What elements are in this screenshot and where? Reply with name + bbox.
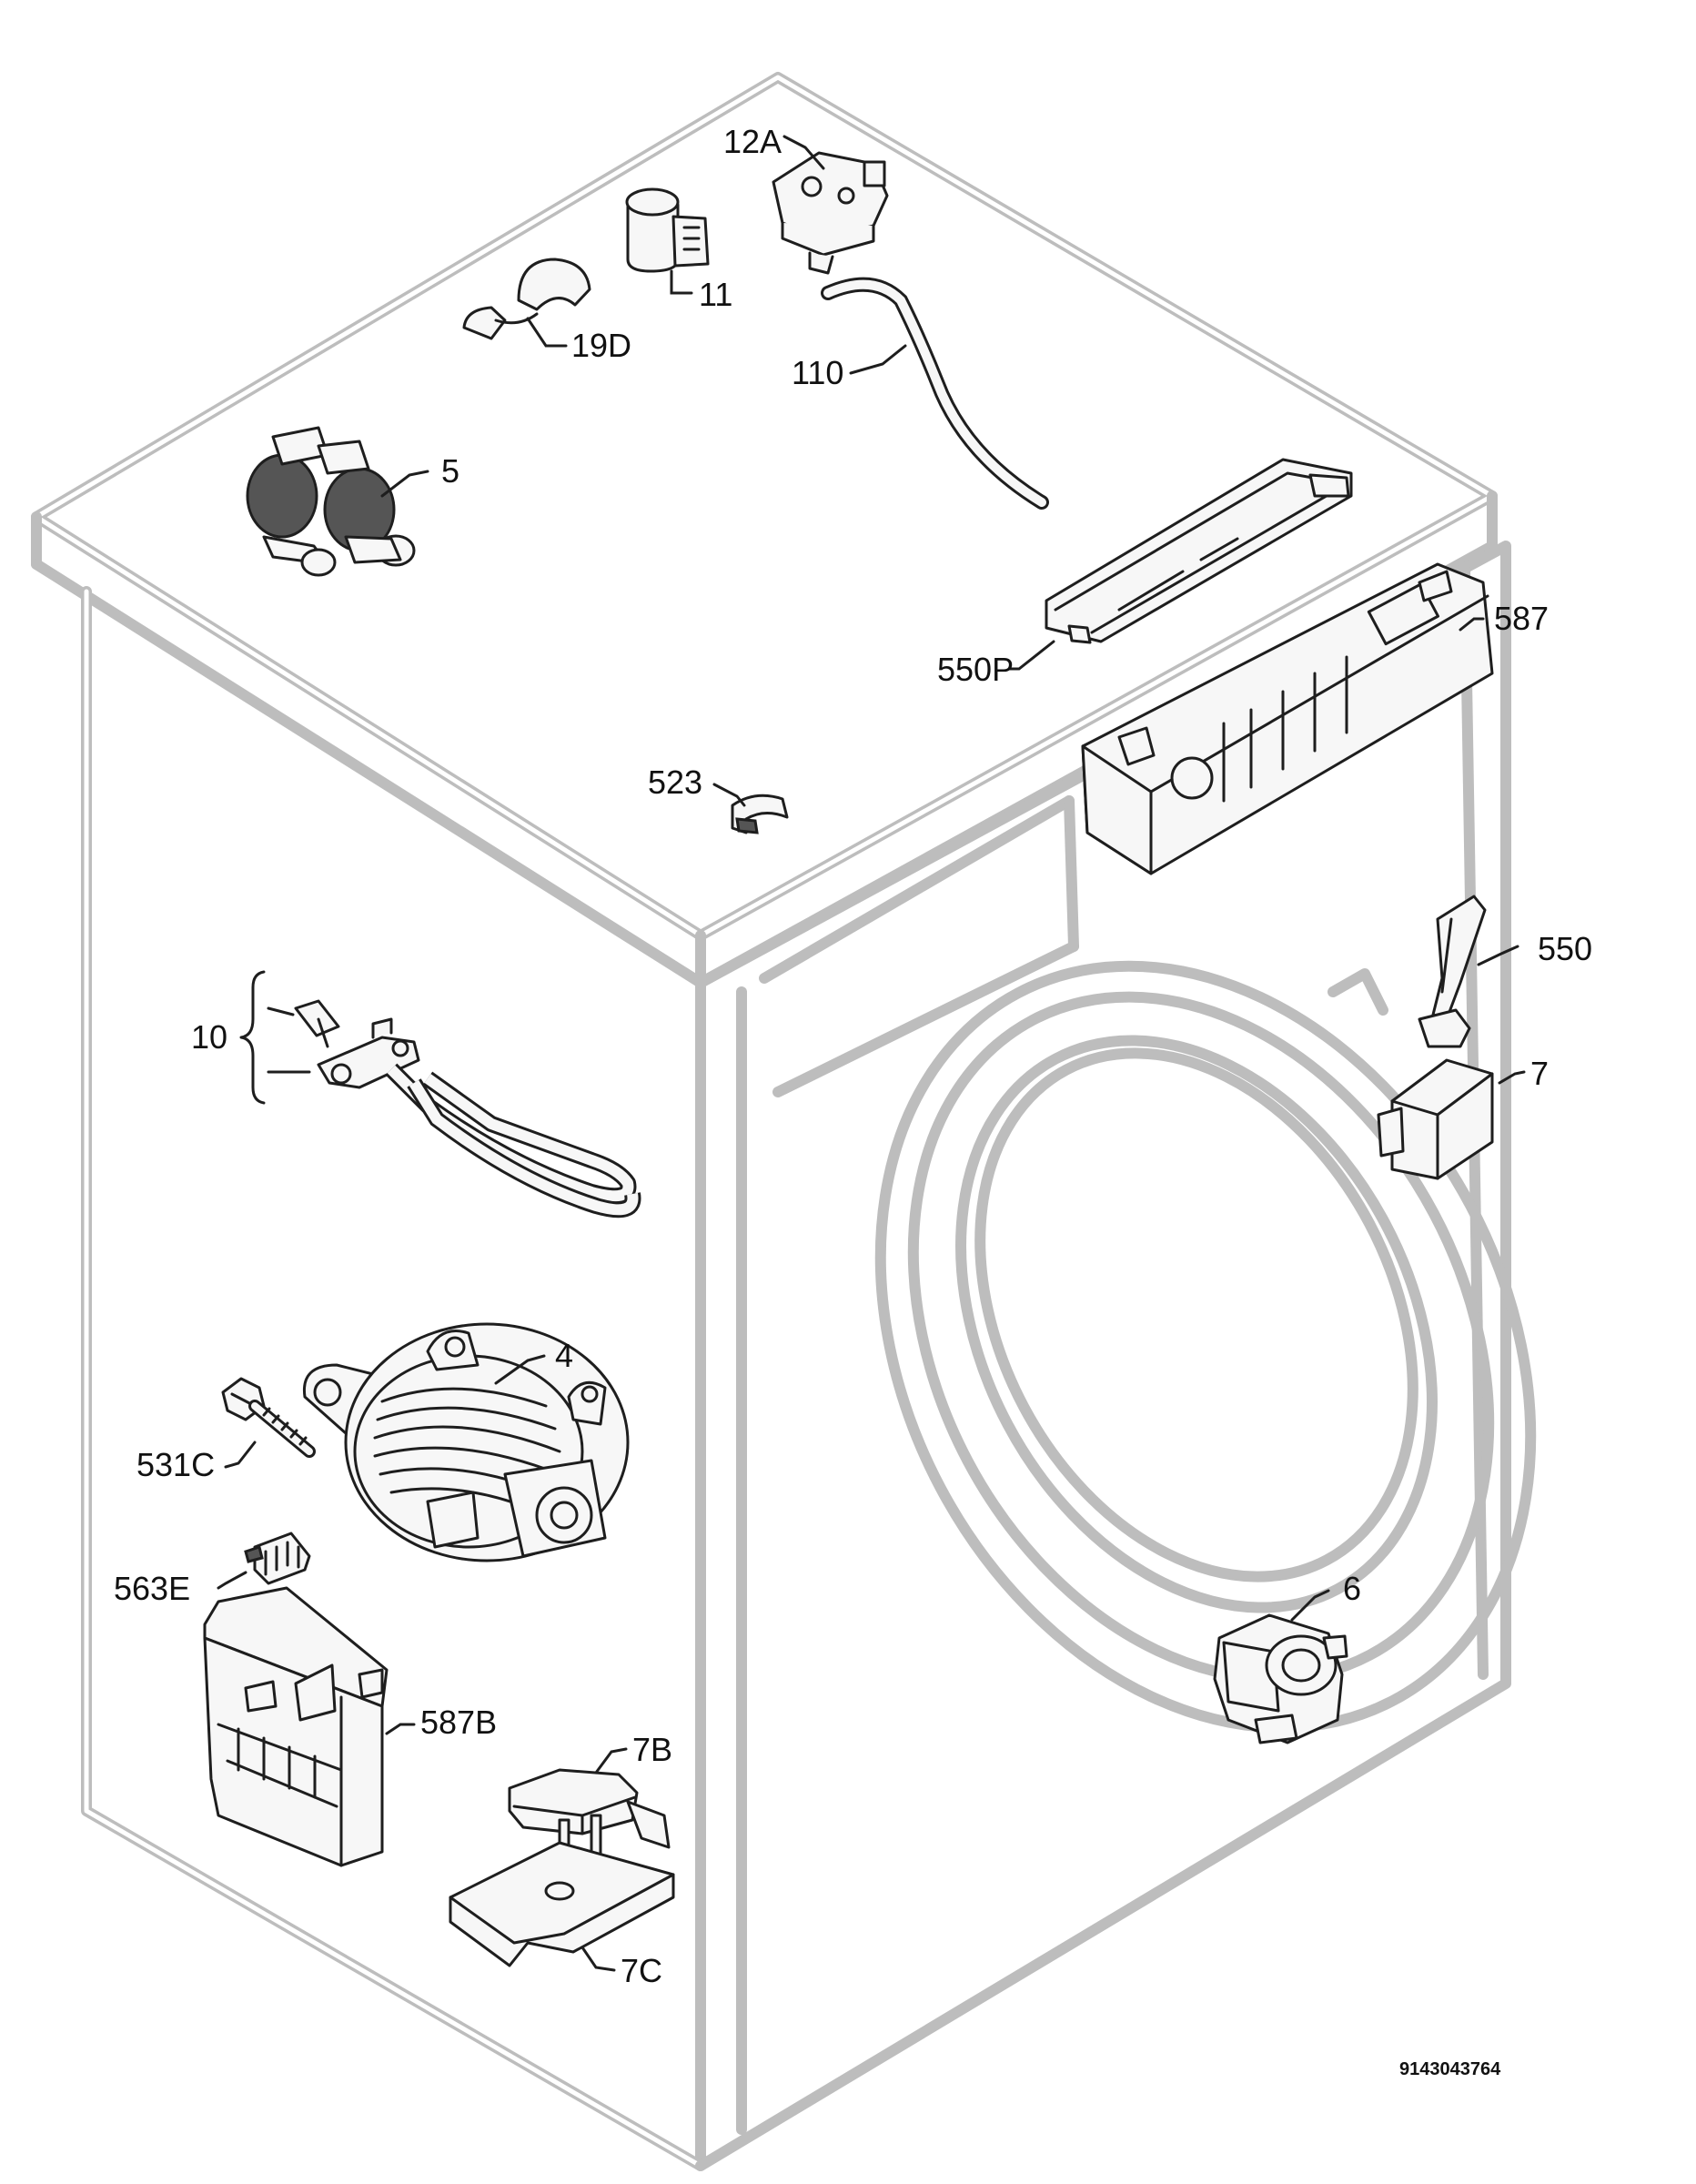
door-bracket-7B[interactable]: 7B [508, 1731, 672, 1886]
pressure-switch-12A[interactable]: 12A [723, 123, 889, 275]
wire-clamp-19D[interactable]: 19D [462, 258, 631, 364]
label-563E: 563E [114, 1570, 190, 1607]
label-587: 587 [1494, 600, 1549, 637]
door-lock-7[interactable]: 7 [1377, 1055, 1549, 1180]
document-number: 9143043764 [1399, 2059, 1501, 2079]
bolt-531C[interactable]: 531C [136, 1377, 316, 1483]
label-6: 6 [1343, 1570, 1361, 1607]
base-plate-7C[interactable]: 7C [449, 1841, 675, 1989]
inlet-valve-5[interactable]: 5 [246, 426, 459, 577]
suppressor-11[interactable]: 11 [625, 187, 732, 313]
control-facia-550P[interactable]: 550P [937, 458, 1353, 688]
heating-element-10[interactable]: 10 [191, 970, 641, 1218]
connector-563E[interactable]: 563E [114, 1532, 311, 1607]
label-550P: 550P [937, 651, 1014, 688]
label-4: 4 [555, 1337, 573, 1374]
label-523: 523 [648, 763, 702, 801]
door-handle-550[interactable]: 550 [1418, 895, 1592, 1048]
motor-4[interactable]: 4 [302, 1322, 630, 1562]
label-5: 5 [441, 452, 459, 490]
electronic-module-587[interactable]: 587 [1081, 562, 1549, 875]
cabinet-left-side [81, 586, 706, 2171]
label-110: 110 [792, 354, 843, 391]
module-587B[interactable]: 587B [203, 1586, 497, 1867]
drain-pump-6[interactable]: 6 [1213, 1570, 1361, 1744]
pressure-hose-110[interactable]: 110 [792, 277, 1049, 510]
label-11: 11 [699, 276, 732, 313]
label-19D: 19D [571, 327, 631, 364]
door-porthole [874, 960, 1537, 1734]
label-531C: 531C [136, 1446, 215, 1483]
label-550: 550 [1538, 930, 1592, 967]
label-12A: 12A [723, 123, 782, 160]
label-7: 7 [1530, 1055, 1549, 1092]
label-587B: 587B [420, 1704, 497, 1741]
clip-523[interactable]: 523 [648, 763, 789, 834]
label-7B: 7B [632, 1731, 672, 1768]
label-10: 10 [191, 1018, 227, 1056]
label-7C: 7C [621, 1952, 662, 1989]
